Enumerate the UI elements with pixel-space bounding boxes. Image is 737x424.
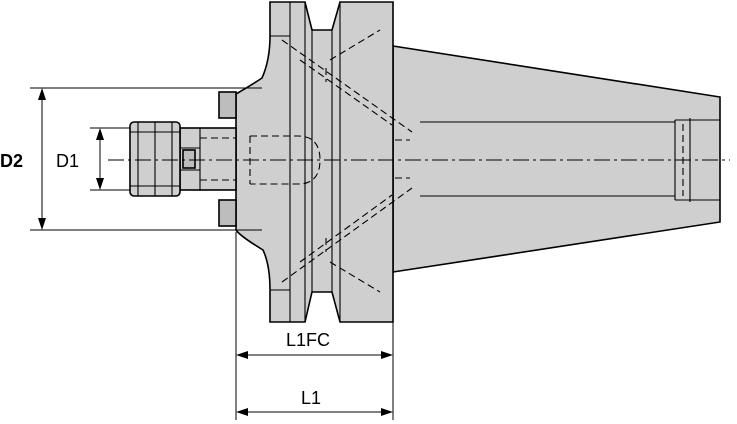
d2-dimension: D2 bbox=[0, 87, 262, 231]
d1-dimension: D1 bbox=[56, 127, 130, 191]
spindle-neck bbox=[179, 127, 237, 191]
d2-label: D2 bbox=[0, 151, 23, 171]
l1-dimension: L1 bbox=[236, 388, 393, 416]
d1-label: D1 bbox=[56, 151, 79, 171]
clamping-nut bbox=[129, 121, 181, 197]
l1-label: L1 bbox=[301, 388, 321, 408]
taper-shank bbox=[392, 45, 721, 273]
l1fc-dimension: L1FC bbox=[235, 232, 394, 420]
drive-keys bbox=[218, 91, 237, 227]
v-flange bbox=[235, 1, 413, 323]
l1fc-label: L1FC bbox=[286, 330, 330, 350]
